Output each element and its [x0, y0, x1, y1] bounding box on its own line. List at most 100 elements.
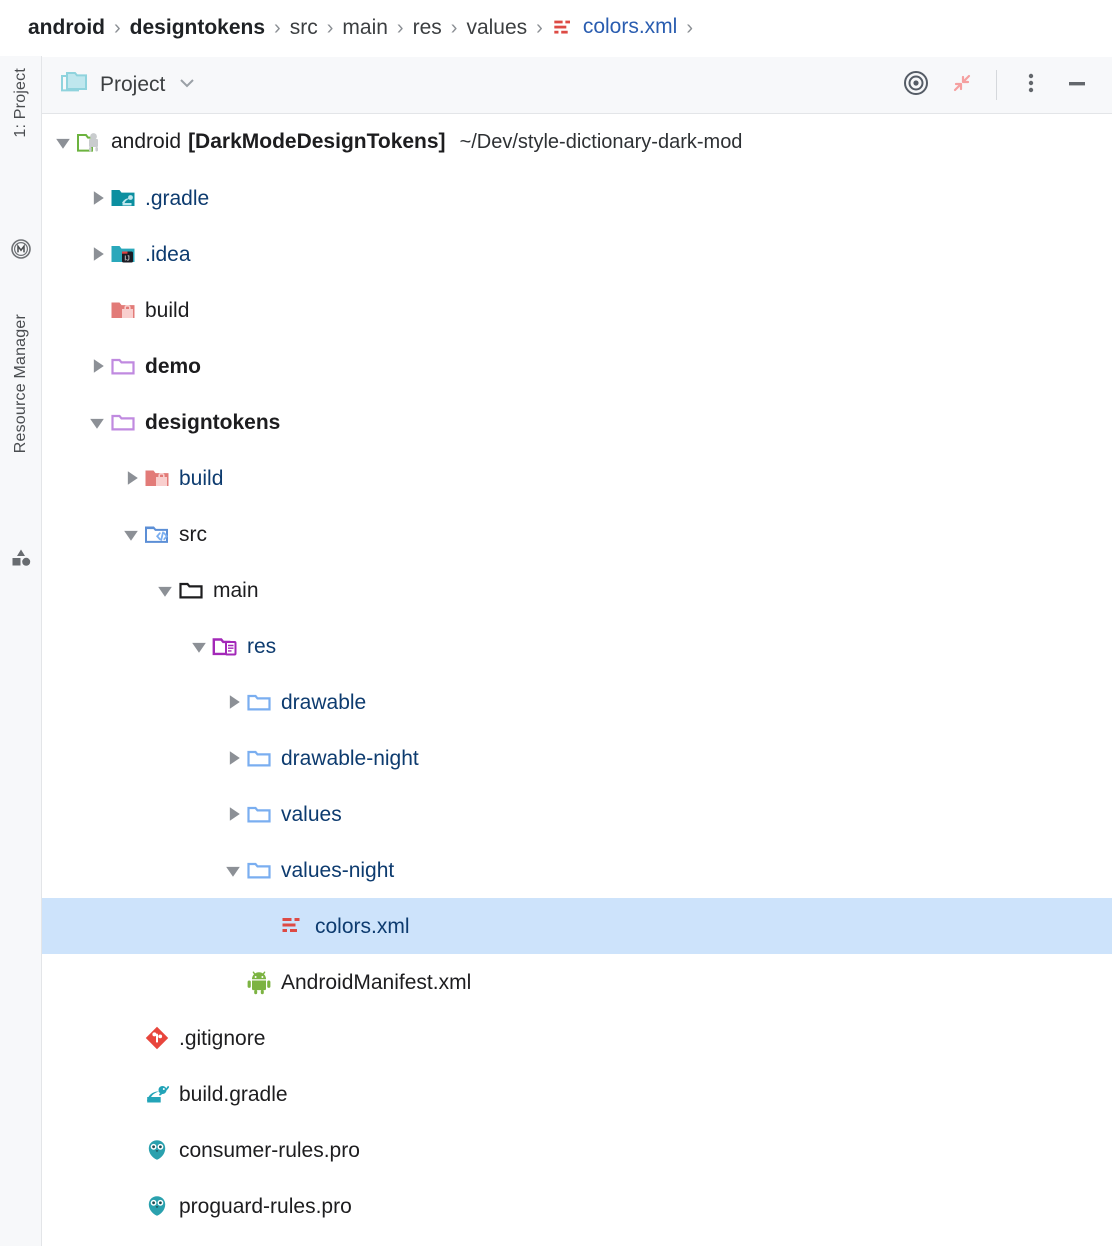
- target-icon: [902, 69, 930, 102]
- collapse-arrow-icon[interactable]: [152, 577, 178, 603]
- tree-row-main[interactable]: main: [42, 562, 1112, 618]
- tree-row-consumer-rules-pro[interactable]: consumer-rules.pro: [42, 1122, 1112, 1178]
- breadcrumb-label: main: [342, 16, 388, 39]
- tree-row-label: values-night: [281, 858, 395, 882]
- minimize-icon: [1063, 69, 1091, 102]
- tree-row-label: build.gradle: [179, 1082, 288, 1106]
- rail-item-project[interactable]: 1: Project: [11, 68, 29, 138]
- shapes-icon: [10, 546, 32, 568]
- tree-row-build[interactable]: build: [42, 450, 1112, 506]
- gradle-folder-icon: [110, 185, 136, 211]
- tree-row-label: .gitignore: [179, 1026, 266, 1050]
- breadcrumb-separator: ›: [450, 17, 458, 39]
- tree-row-label: consumer-rules.pro: [179, 1138, 360, 1162]
- tree-row-label: values: [281, 802, 342, 826]
- breadcrumb-separator: ›: [114, 17, 121, 39]
- blue-folder-icon: [246, 801, 272, 827]
- expand-arrow-icon[interactable]: [84, 185, 110, 211]
- breadcrumb-separator: ›: [274, 17, 281, 39]
- tree-row-label: src: [179, 522, 207, 546]
- tree-row-values[interactable]: values: [42, 786, 1112, 842]
- tree-row-label: build: [145, 298, 190, 322]
- collapse-arrow-icon[interactable]: [84, 409, 110, 435]
- breadcrumb-separator: ›: [396, 17, 404, 39]
- blue-folder-icon: [246, 857, 272, 883]
- tree-row--idea[interactable]: IJ.idea: [42, 226, 1112, 282]
- proguard-icon: [144, 1193, 170, 1219]
- tree-row-designtokens[interactable]: designtokens: [42, 394, 1112, 450]
- tree-row-values-night[interactable]: values-night: [42, 842, 1112, 898]
- select-opened-file-button[interactable]: [895, 64, 937, 106]
- expand-arrow-icon[interactable]: [118, 465, 144, 491]
- breadcrumb-label: res: [412, 16, 442, 39]
- tree-row--gitignore[interactable]: .gitignore: [42, 1010, 1112, 1066]
- tree-row-android[interactable]: android [DarkModeDesignTokens] ~/Dev/style…: [42, 114, 1112, 170]
- tree-row-demo[interactable]: demo: [42, 338, 1112, 394]
- rail-item-resource-manager[interactable]: Resource Manager: [11, 314, 29, 454]
- tree-row-label: res: [247, 634, 277, 658]
- project-path: ~/Dev/style-dictionary-dark-mod: [459, 130, 743, 153]
- expand-arrow-icon[interactable]: [220, 689, 246, 715]
- svg-text:IJ: IJ: [124, 255, 129, 262]
- tool-window-rail: 1: Project Resource Manager: [0, 56, 42, 1246]
- android-manifest-icon: [246, 969, 272, 995]
- tree-row-res[interactable]: res: [42, 618, 1112, 674]
- tree-row--gradle[interactable]: .gradle: [42, 170, 1112, 226]
- project-name-badge: [DarkModeDesignTokens]: [188, 130, 446, 153]
- collapse-all-button[interactable]: [941, 64, 983, 106]
- android-project-folder-icon: [76, 129, 102, 155]
- breadcrumb-item-designtokens[interactable]: designtokens: [130, 17, 265, 39]
- project-view-label: Project: [100, 73, 166, 96]
- breadcrumb-item-values[interactable]: values: [466, 17, 527, 39]
- breadcrumb-item-colors-xml[interactable]: colors.xml: [552, 14, 678, 41]
- expand-arrow-icon[interactable]: [84, 353, 110, 379]
- tree-row-label: main: [213, 578, 259, 602]
- circled-m-icon: [10, 238, 32, 260]
- tree-row-label: demo: [145, 354, 202, 378]
- tree-row-label: drawable-night: [281, 746, 419, 770]
- source-folder-icon: [144, 521, 170, 547]
- options-menu-button[interactable]: [1010, 64, 1052, 106]
- tree-row-label: android: [111, 130, 182, 153]
- collapse-arrow-icon[interactable]: [220, 857, 246, 883]
- tree-row-drawable[interactable]: drawable: [42, 674, 1112, 730]
- project-tree[interactable]: android [DarkModeDesignTokens] ~/Dev/style…: [42, 114, 1112, 1246]
- proguard-icon: [144, 1137, 170, 1163]
- expand-arrow-icon[interactable]: [84, 241, 110, 267]
- breadcrumb-item-src[interactable]: src: [290, 17, 318, 39]
- breadcrumb-label: designtokens: [129, 16, 266, 39]
- tree-row-proguard-rules-pro[interactable]: proguard-rules.pro: [42, 1178, 1112, 1234]
- collapse-arrows-icon: [948, 69, 976, 102]
- tree-row-label: build: [179, 466, 224, 490]
- collapse-arrow-icon[interactable]: [50, 129, 76, 155]
- collapse-arrow-icon[interactable]: [118, 521, 144, 547]
- breadcrumb-item-android[interactable]: android: [28, 17, 105, 39]
- breadcrumb-separator: ›: [536, 17, 543, 39]
- tree-row-label: .gradle: [145, 186, 210, 210]
- tree-row-src[interactable]: src: [42, 506, 1112, 562]
- hide-panel-button[interactable]: [1056, 64, 1098, 106]
- tree-row-label: AndroidManifest.xml: [281, 970, 472, 994]
- breadcrumb-separator: ›: [686, 17, 694, 39]
- collapse-arrow-icon[interactable]: [186, 633, 212, 659]
- build-folder-icon: [144, 465, 170, 491]
- breadcrumb-separator: ›: [326, 17, 334, 39]
- tree-row-androidmanifest-xml[interactable]: AndroidManifest.xml: [42, 954, 1112, 1010]
- res-folder-icon: [212, 633, 238, 659]
- breadcrumb-label: values: [466, 16, 528, 39]
- expand-arrow-icon[interactable]: [220, 801, 246, 827]
- tree-row-build[interactable]: build: [42, 282, 1112, 338]
- expand-arrow-icon[interactable]: [220, 745, 246, 771]
- tree-row-colors-xml[interactable]: colors.xml: [42, 898, 1112, 954]
- idea-folder-icon: IJ: [110, 241, 136, 267]
- breadcrumb-label: colors.xml: [582, 14, 678, 38]
- plain-folder-icon: [178, 577, 204, 603]
- tree-row-label: designtokens: [145, 410, 281, 434]
- gradle-file-icon: [144, 1081, 170, 1107]
- breadcrumb-item-res[interactable]: res: [413, 17, 442, 39]
- chevron-down-icon[interactable]: [177, 76, 197, 95]
- breadcrumb-item-main[interactable]: main: [342, 17, 388, 39]
- project-view-selector[interactable]: Project: [42, 70, 197, 101]
- tree-row-drawable-night[interactable]: drawable-night: [42, 730, 1112, 786]
- tree-row-build-gradle[interactable]: build.gradle: [42, 1066, 1112, 1122]
